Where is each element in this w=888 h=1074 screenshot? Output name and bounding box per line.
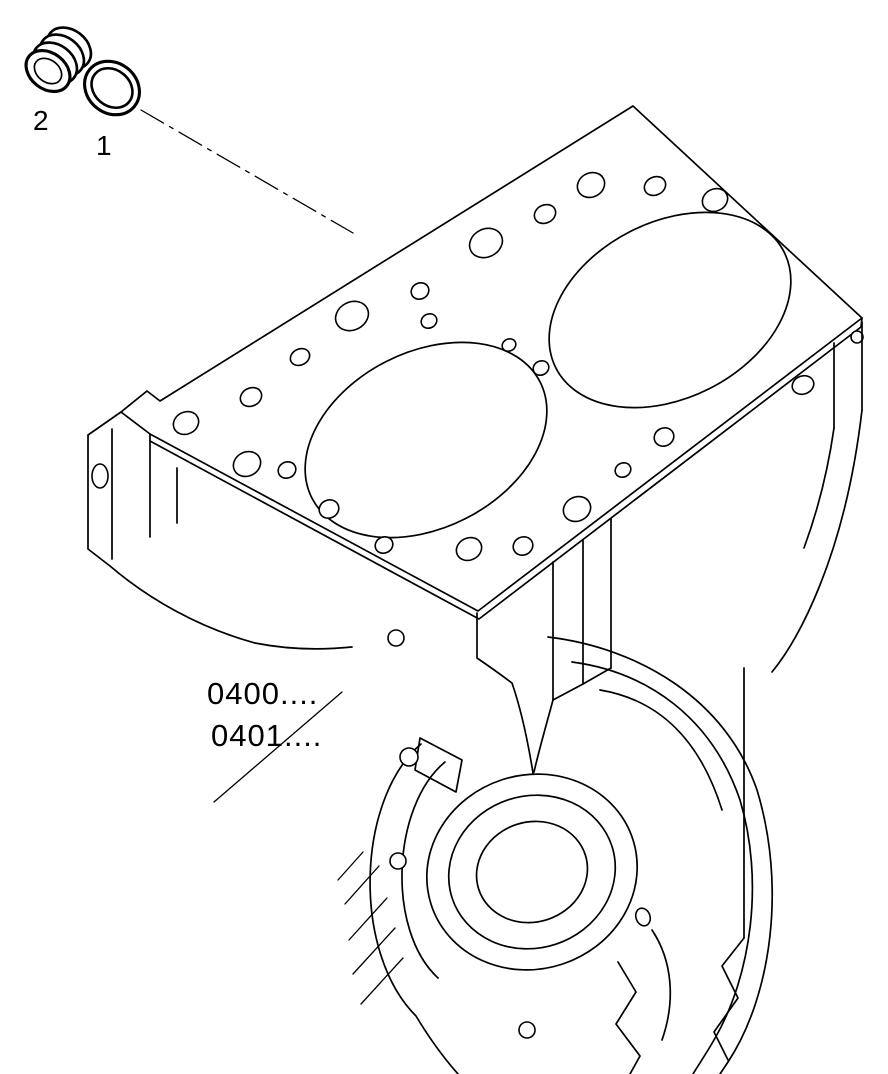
crankshaft-boss <box>425 773 639 971</box>
ring-inner-edge <box>90 66 134 110</box>
deck-surface-outline <box>120 105 863 612</box>
part-2-threaded-plug-drawing[interactable] <box>18 19 99 100</box>
plug-face-inner-rim <box>33 57 63 85</box>
cylinder-bore-2 <box>548 211 792 409</box>
part-1-seal-ring-drawing[interactable] <box>74 50 151 126</box>
cylinder-bore-1 <box>304 341 548 539</box>
left-mounting-ear <box>87 411 178 567</box>
front-face-hole <box>399 747 419 767</box>
front-step-edge <box>476 612 534 774</box>
flywheel-housing-curves <box>547 636 773 1074</box>
left-silhouette <box>109 565 353 650</box>
callout-label-1[interactable]: 1 <box>96 130 112 161</box>
callout-label-2[interactable]: 2 <box>33 105 49 136</box>
deck-holes <box>172 171 729 562</box>
housing-hole <box>634 907 652 927</box>
ref-number-0400[interactable]: 0400.... <box>207 676 318 711</box>
side-face-hole <box>791 374 815 396</box>
front-face-hole <box>387 629 405 647</box>
engine-block-drawing <box>87 105 864 1074</box>
front-channel <box>533 518 612 773</box>
left-break-edge <box>213 691 343 803</box>
break-edge-hatching <box>337 851 404 1005</box>
right-side-edges <box>771 321 863 673</box>
front-face-hole <box>518 1021 536 1039</box>
front-face-hole <box>389 852 407 870</box>
side-face-hole <box>850 330 864 344</box>
ref-number-0401[interactable]: 0401.... <box>211 718 322 753</box>
leader-line <box>140 109 354 234</box>
front-boss-tab <box>414 737 463 793</box>
